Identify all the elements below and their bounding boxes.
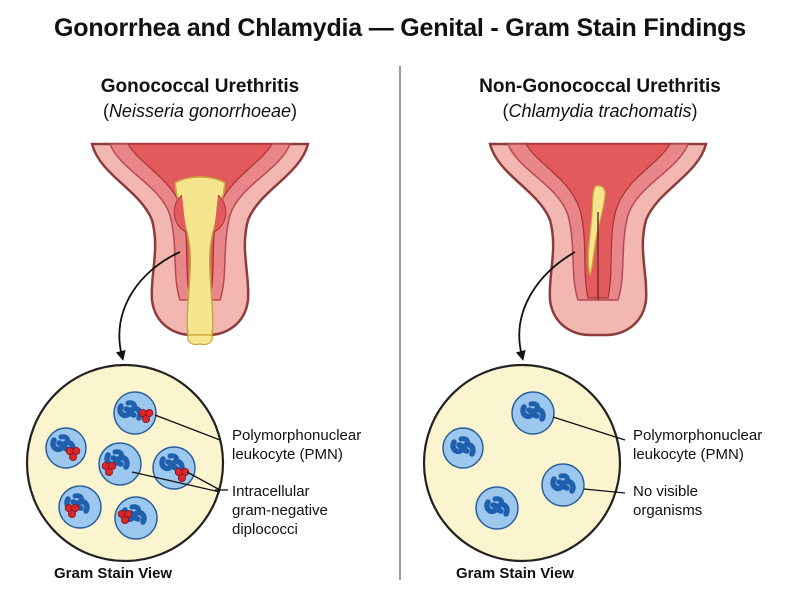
pmn-cell xyxy=(442,427,484,469)
pmn-cell xyxy=(58,485,102,529)
pmn-cell xyxy=(152,446,196,490)
right-pmn-label: Polymorphonuclear leukocyte (PMN) xyxy=(633,427,763,463)
page-title: Gonorrhea and Chlamydia — Genital - Gram… xyxy=(54,14,746,42)
left-urethra-illustration xyxy=(90,142,310,346)
left-diplococci-label: Intracellular gram-negative diplococci xyxy=(232,483,328,538)
pmn-cell xyxy=(541,463,585,507)
pmn-cell xyxy=(511,391,555,435)
pmn-cell xyxy=(113,391,157,435)
right-panel-organism: (Chlamydia trachomatis) xyxy=(502,101,698,121)
right-caption: Gram Stain View xyxy=(456,565,575,582)
left-dip-leader-line-1 xyxy=(131,471,221,493)
right-no-organisms-label: No visible organisms xyxy=(633,483,703,519)
right-arrow xyxy=(515,251,576,361)
right-panel-heading: Non-Gonococcal Urethritis xyxy=(479,76,721,97)
left-panel-heading: Gonococcal Urethritis xyxy=(100,76,300,97)
pmn-cell xyxy=(114,496,158,540)
pmn-cell xyxy=(475,486,519,530)
right-urethra-illustration xyxy=(488,142,708,337)
right-none-leader-line xyxy=(583,488,626,494)
left-pmn-label: Polymorphonuclear leukocyte (PMN) xyxy=(232,427,362,463)
panel-divider xyxy=(399,66,401,580)
left-caption: Gram Stain View xyxy=(54,565,173,582)
pmn-cell xyxy=(45,427,87,469)
right-pmn-leader-line xyxy=(552,416,626,441)
left-gram-stain-field xyxy=(25,363,225,563)
right-gram-stain-field xyxy=(422,363,622,563)
left-arrow xyxy=(115,251,181,361)
left-panel-organism: (Neisseria gonorrhoeae) xyxy=(102,101,298,121)
pmn-cell xyxy=(98,442,142,486)
left-dip-leader-line-2 xyxy=(186,471,221,491)
left-pmn-leader-line xyxy=(154,414,221,441)
